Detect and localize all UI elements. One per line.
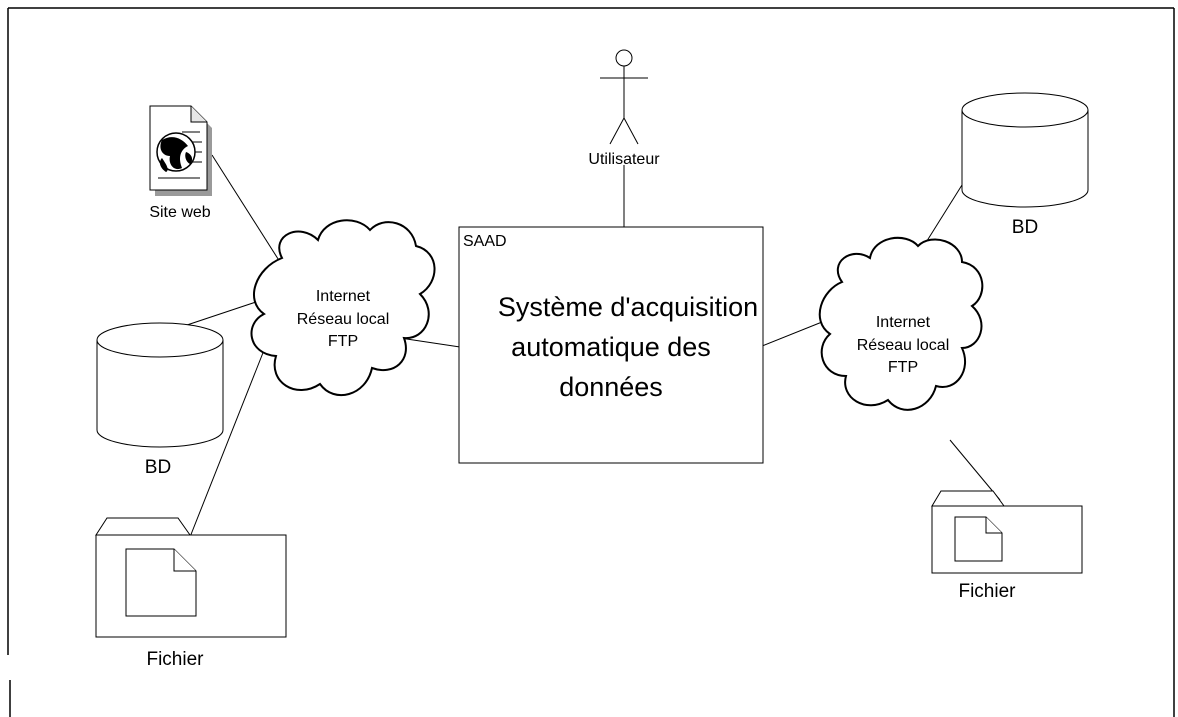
connector-right-cloud-right-file	[949, 439, 1001, 501]
system-title-line-2: automatique des	[511, 332, 711, 362]
connectors	[156, 154, 1001, 538]
right-file-label: Fichier	[958, 581, 1016, 602]
system-box: SAAD Système d'acquisition automatique d…	[458, 226, 764, 464]
left-file-folder-icon	[95, 517, 287, 638]
left-network-line-3: FTP	[328, 333, 358, 350]
connector-left-file-left-cloud	[189, 329, 273, 538]
connector-website-left-cloud	[211, 154, 281, 263]
user-label: Utilisateur	[588, 151, 660, 168]
right-file-folder-icon	[931, 490, 1083, 574]
system-title-line-1: Système d'acquisition	[498, 292, 758, 322]
right-database-label: BD	[1012, 217, 1038, 238]
left-network-cloud-icon: Internet Réseau local FTP	[250, 219, 436, 397]
left-database-label: BD	[145, 457, 171, 478]
right-network-line-2: Réseau local	[857, 337, 950, 354]
left-file-label: Fichier	[146, 649, 204, 670]
diagram-frame	[7, 7, 1175, 717]
connector-left-cloud-system	[399, 337, 461, 348]
system-tag: SAAD	[463, 233, 507, 250]
website-label: Site web	[149, 204, 210, 221]
right-database-icon	[961, 92, 1089, 208]
user-actor-icon	[600, 49, 648, 145]
website-icon	[149, 105, 212, 196]
system-title-line-3: données	[559, 372, 663, 402]
left-database-icon	[96, 322, 224, 448]
right-network-line-3: FTP	[888, 359, 918, 376]
right-network-line-1: Internet	[876, 314, 931, 331]
left-network-line-2: Réseau local	[297, 311, 390, 328]
left-network-line-1: Internet	[316, 288, 371, 305]
right-network-cloud-icon: Internet Réseau local FTP	[818, 237, 984, 411]
